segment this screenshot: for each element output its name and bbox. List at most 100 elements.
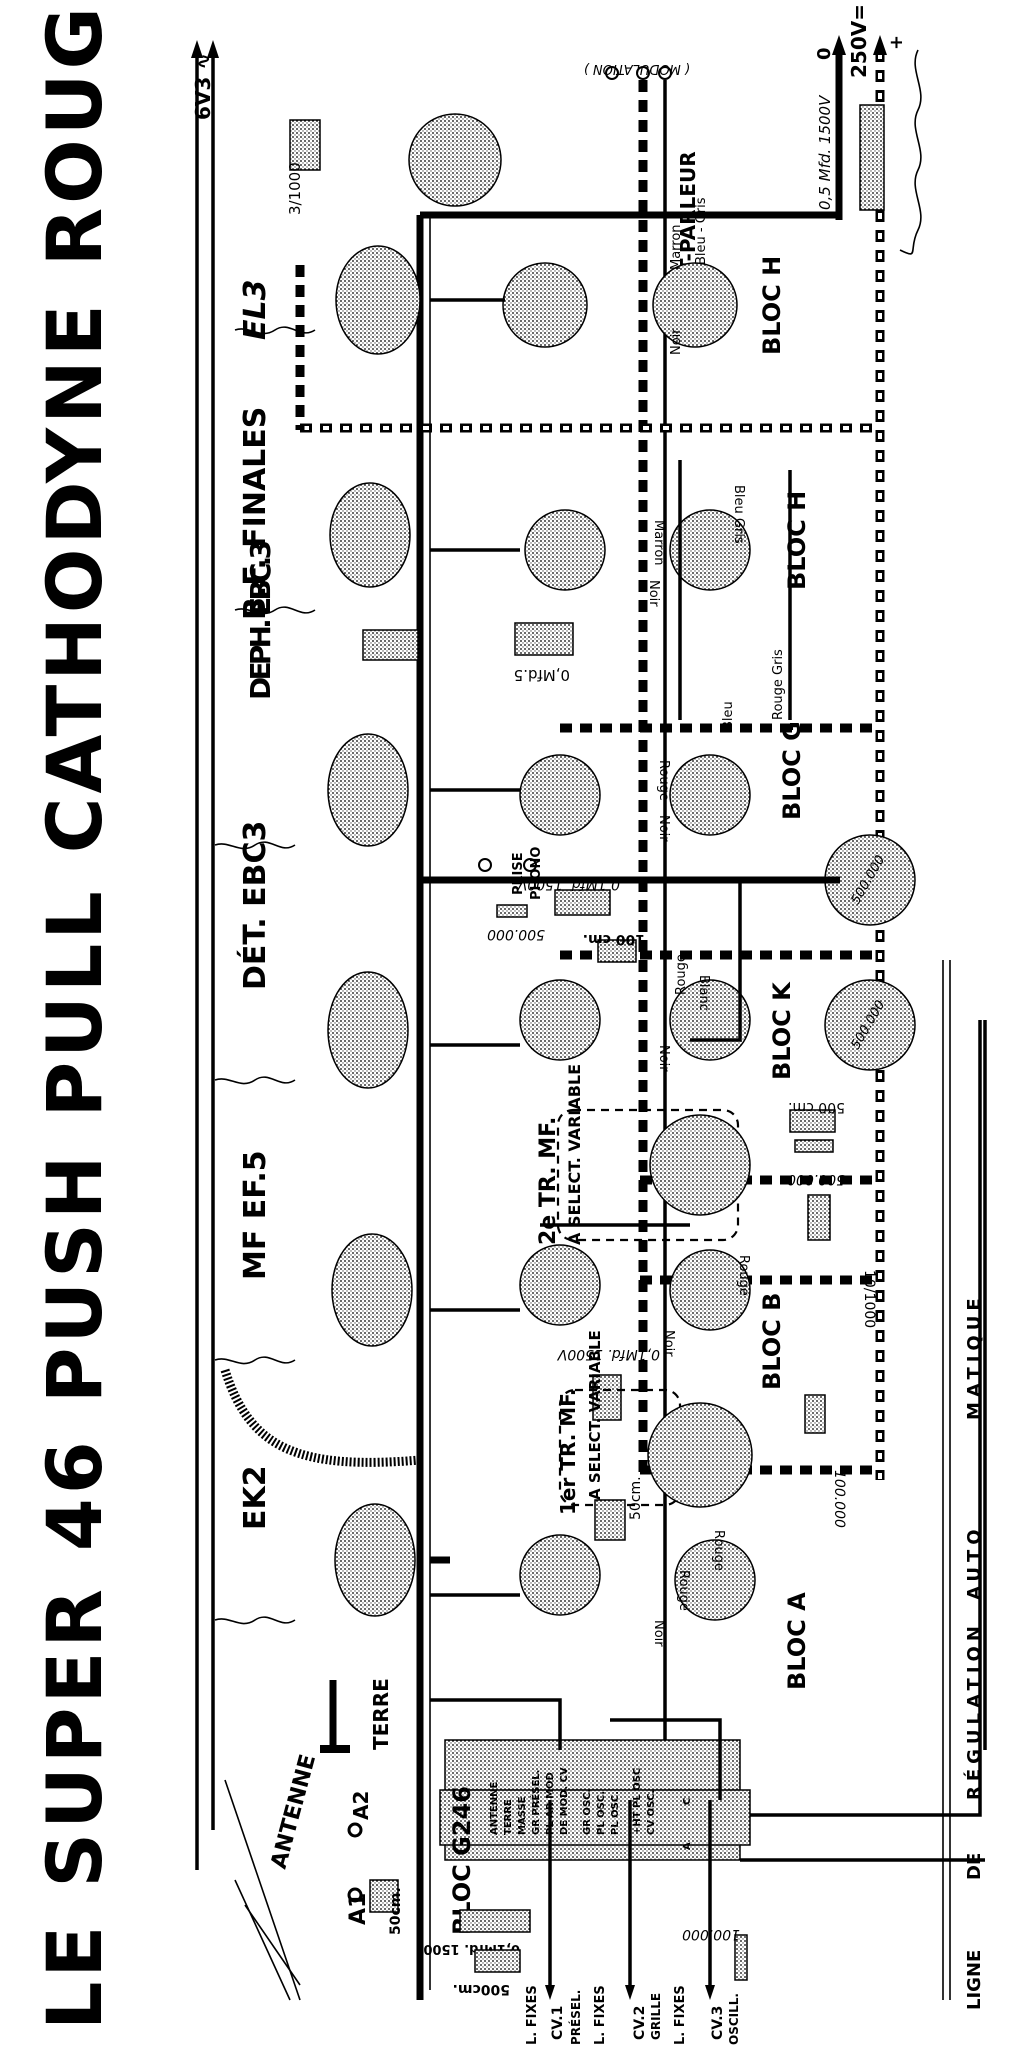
mains-twisted-pair	[899, 49, 922, 255]
capacitor-mf	[592, 1374, 622, 1421]
filter-capacitor	[859, 104, 885, 211]
cap-label: 100 cm.	[583, 931, 645, 947]
output-cv-label: CV.2	[632, 2006, 648, 2040]
bloc-g-right	[669, 754, 751, 836]
capacitor-50cm	[594, 1499, 626, 1541]
modulation-label: ( MODULATION )	[584, 61, 690, 76]
bloc-h-top-label: BLOC H	[758, 256, 786, 355]
terminal-letter: A	[682, 1842, 693, 1850]
wire-label: Noir	[656, 815, 671, 842]
bloc-k-label: BLOC K	[768, 981, 796, 1080]
terminal-label: PL OSC.	[596, 1791, 607, 1835]
bloc-g246	[439, 1739, 751, 1861]
tube-ek2	[214, 1503, 416, 1625]
resistor-label: 3/1000	[286, 162, 304, 215]
wire-label: Marron	[651, 520, 666, 566]
bloc-b-left	[519, 1244, 601, 1326]
tube-bf-finale	[234, 482, 411, 615]
wire-label: Noir	[669, 328, 684, 355]
phono-jack-1[interactable]	[478, 858, 492, 872]
antenna-a1-label: A1	[346, 1893, 371, 1925]
agc-label-auto: AUTO	[964, 1524, 985, 1600]
terminal-label: MASSE	[517, 1796, 528, 1835]
agc-line	[942, 960, 987, 2000]
resistor-label: 100.000	[682, 1926, 740, 1942]
tube-label-el3: EL3	[238, 280, 273, 340]
tr-mf-1-label: 1er TR. MF.	[556, 1388, 580, 1515]
phono-label: PHONO	[529, 847, 544, 900]
terminal-label: CV OSC.	[646, 1790, 657, 1835]
tube-el3	[234, 245, 421, 355]
antenna-a2-terminal[interactable]	[347, 1822, 363, 1838]
bloc-a-right	[674, 1539, 756, 1621]
tr-mf-2-sub: A SELECT. VARIABLE	[565, 1064, 584, 1245]
tr-mf-1-coil	[647, 1402, 753, 1508]
capacitor-antenna-2	[459, 1909, 531, 1933]
cap-label: 10/1000	[861, 1270, 877, 1328]
ground-symbol	[320, 1745, 350, 1753]
tube-label-bf-finales: B.F. FINALES	[238, 407, 273, 620]
output-role-label: PRÉSEL.	[568, 1990, 583, 2045]
capacitor-10-1000	[807, 1194, 831, 1241]
wire-label: Noir	[651, 1620, 666, 1647]
tube-label-mf: MF EF.5	[238, 1150, 273, 1280]
tr-mf-2-coil	[649, 1114, 751, 1216]
resistor-ligne	[734, 1934, 748, 1981]
tube-label-det: DÉT. EBC3	[237, 821, 273, 990]
tube-mf-ef5	[214, 1233, 421, 1467]
wire-label: Noir	[656, 1045, 671, 1072]
bloc-h-top-left	[502, 262, 588, 348]
cap-label: 500 cm.	[788, 1099, 845, 1115]
output-fixed-label: L. FIXES	[525, 1985, 540, 2045]
wire-label: Rouge	[676, 1570, 691, 1611]
cap-label: 0,1Mfd. 1500V	[556, 1346, 660, 1362]
output-transformer	[408, 113, 502, 207]
ht-rail	[832, 35, 887, 1480]
agc-label-matique: MATIQUE	[964, 1293, 985, 1420]
cap-label: 50cm.	[388, 1887, 404, 1935]
speaker-terminals	[605, 66, 672, 1850]
filament-bus	[191, 40, 219, 1870]
wire-label: Noir	[646, 580, 661, 607]
capacitor-500cm	[789, 1109, 836, 1133]
resistor-label: 100.000	[831, 1470, 847, 1528]
bloc-h-mid-right	[669, 509, 751, 591]
capacitor-500cm-ant	[474, 1949, 521, 1973]
prise-label: PRISE	[511, 852, 526, 895]
agc-label-de: DE	[964, 1853, 985, 1880]
wire-label: Noir	[661, 1330, 676, 1357]
terminal-label: GR OSC.	[582, 1789, 593, 1835]
resistor-500k	[794, 1139, 834, 1153]
output-role-label: OSCILL.	[727, 1993, 741, 2045]
bloc-b-right	[669, 1249, 751, 1331]
output-cv-label: CV.3	[710, 2006, 726, 2040]
ht-voltage-label: 250V=	[847, 4, 871, 78]
bloc-b-label: BLOC B	[758, 1293, 786, 1390]
phono-jack-2[interactable]	[523, 858, 537, 872]
cap-label: 500cm.	[453, 1981, 510, 1997]
zero-label: 0	[814, 47, 835, 60]
wire-label: Bleu	[721, 701, 736, 730]
resistor-label: 500.000	[487, 926, 545, 942]
wire-label: Rouge	[711, 1530, 726, 1571]
capacitor-det	[554, 889, 611, 916]
bloc-k-left	[519, 979, 601, 1061]
filament-label: 6V3 ∿	[191, 53, 215, 120]
tube-label-ek2: EK2	[238, 1465, 273, 1530]
output-cv-label: CV.1	[550, 2006, 566, 2040]
bloc-h-mid-label: BLOC H	[783, 491, 811, 590]
terminal-label: GR PRÉSEL.	[529, 1770, 542, 1835]
shielded-cable	[220, 1368, 421, 1467]
bloc-g-label: BLOC G	[778, 721, 806, 820]
output-fixed-label: L. FIXES	[593, 1985, 608, 2045]
tube-deph-ebc3	[214, 733, 409, 850]
bloc-g-left	[519, 754, 601, 836]
wire-label: Rouge Gris	[771, 649, 786, 720]
wire-label: Blanc	[696, 975, 711, 1011]
antenna-a1-terminal[interactable]	[347, 1887, 363, 1903]
terminal-label: DE MOD. CV	[559, 1767, 570, 1835]
potentiometer-tone	[824, 979, 916, 1071]
bloc-h-mid-left	[524, 509, 606, 591]
wire-label: Rouge	[656, 760, 671, 801]
